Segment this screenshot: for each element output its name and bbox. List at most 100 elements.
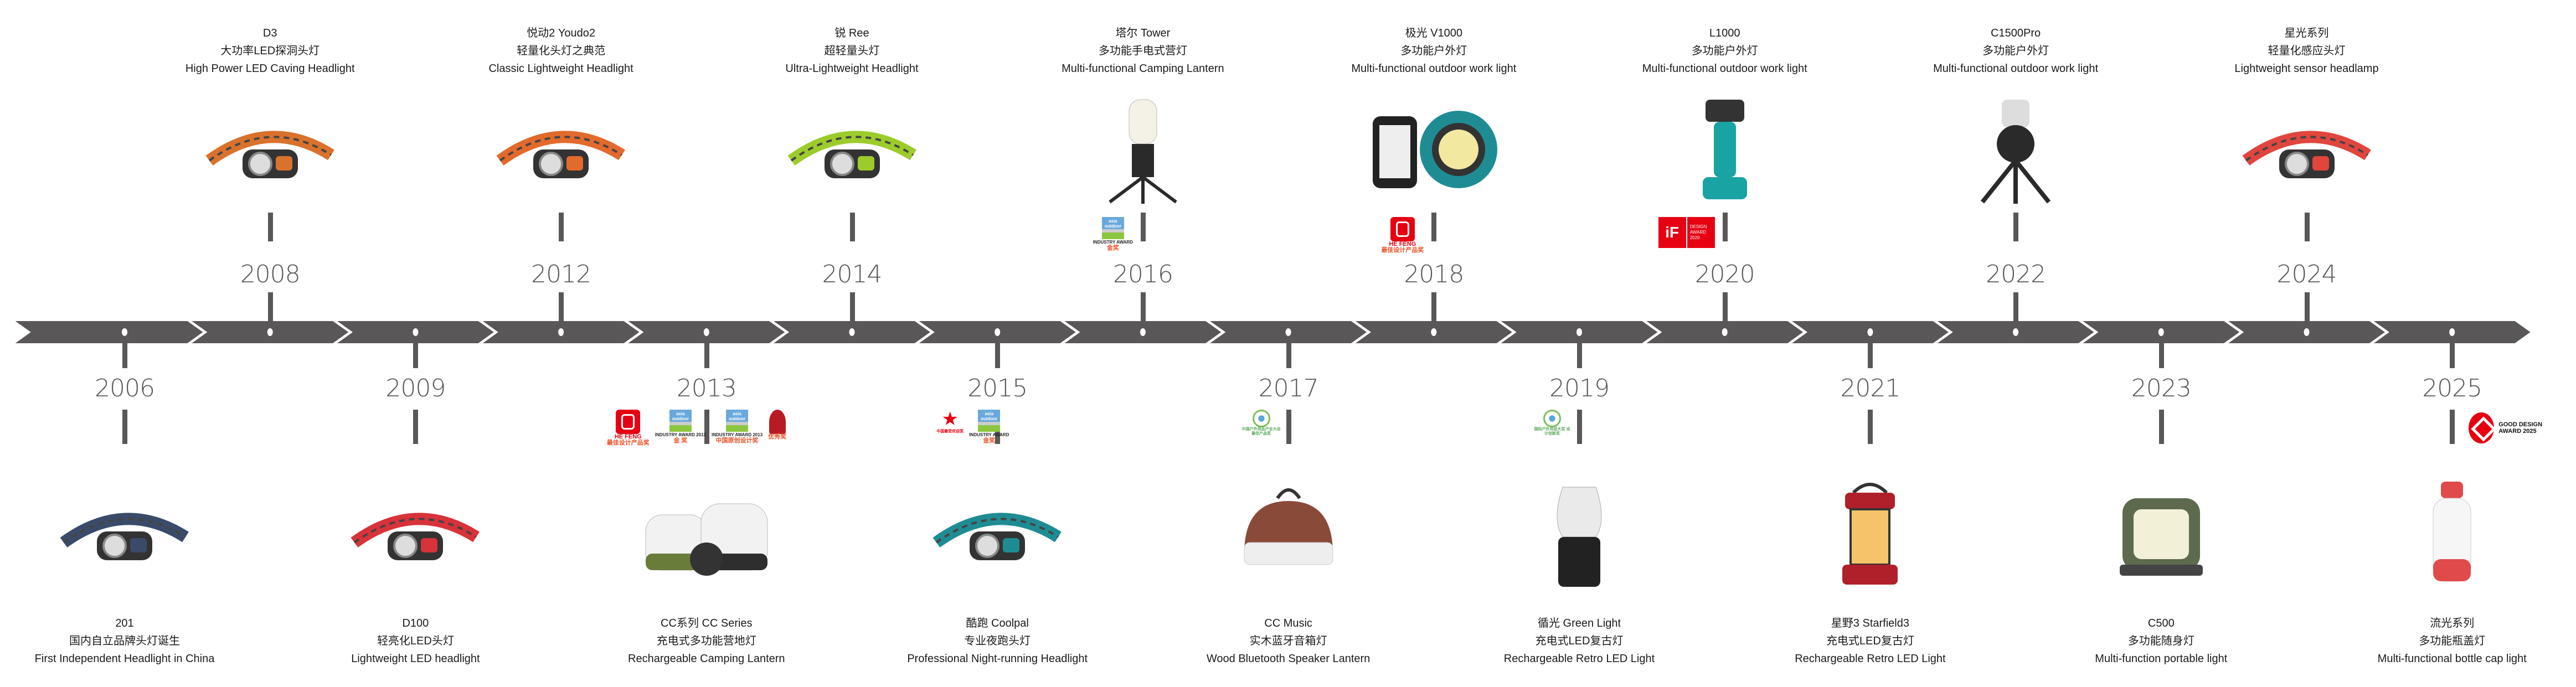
green-award-logo-icon (1543, 410, 1561, 427)
timeline-connector (413, 410, 419, 444)
product-description-cn: 多功能手电式营灯 (1098, 45, 1187, 57)
timeline-connector (704, 343, 709, 368)
work-light-icon (1373, 111, 1498, 188)
award-subtitle: INDUSTRY AWARD 2013 (711, 432, 763, 437)
product-description-cn: 超轻量头灯 (824, 45, 880, 57)
timeline-connector (559, 213, 564, 241)
year-label: 2021 (1840, 374, 1900, 402)
timeline-connector (2158, 410, 2164, 444)
product-image (2235, 94, 2379, 205)
year-label: 2017 (1258, 374, 1319, 402)
product-description-cn: 多功能随身灯 (2127, 635, 2194, 647)
product-image (1071, 94, 1215, 205)
product-caption: C500 多功能随身灯 Multi-function portable light (2045, 614, 2278, 668)
product-image (1653, 94, 1797, 205)
if-logo-icon: iF (1658, 217, 1686, 248)
award-title: HE FENG (1389, 241, 1416, 247)
timeline-connector (704, 410, 709, 444)
product-name: 流光系列 (2430, 617, 2475, 629)
product-image (780, 94, 924, 205)
award-logos: 国际户外用品大奖 设计创新奖 (1533, 410, 1572, 436)
good-design-logo-icon (2469, 412, 2495, 443)
year-marker-dot (1722, 328, 1728, 336)
year-label: 2015 (967, 374, 1028, 402)
product-description-cn: 多功能户外灯 (1982, 45, 2049, 57)
product-description-en: Multi-function portable light (2095, 653, 2228, 665)
timeline-connector (2450, 343, 2455, 368)
award-label: 金 奖 (673, 437, 688, 444)
year-marker-dot (2449, 328, 2455, 336)
timeline-connector (413, 343, 419, 368)
timeline-connector (267, 213, 273, 241)
award-subtitle: INDUSTRY AWARD (1093, 240, 1133, 245)
product-description-en: Lightweight LED headlight (351, 653, 480, 665)
year-marker-dot (1140, 328, 1146, 336)
product-image (1217, 476, 1361, 587)
year-label: 2022 (1986, 260, 2046, 288)
product-description-cn: 专业夜跑头灯 (964, 635, 1031, 647)
headlamp-icon (351, 513, 480, 560)
award-label: 金奖 (983, 437, 996, 444)
year-label: 2016 (1112, 260, 1173, 288)
year-marker-dot (122, 328, 127, 336)
product-image (343, 476, 487, 587)
award-logo-star: ★中国最受欢迎奖 (936, 410, 964, 435)
product-name: CC Music (1264, 617, 1312, 629)
timeline-connector (1722, 292, 1728, 321)
timeline-connector (267, 292, 273, 321)
timeline-connector (1286, 343, 1291, 368)
year-marker-dot (1285, 328, 1291, 336)
product-description-cn: 轻亮化LED头灯 (377, 635, 454, 647)
handheld-light-icon (1702, 100, 1747, 199)
year-label: 2006 (95, 374, 155, 402)
product-description-en: First Independent Headlight in China (34, 653, 215, 665)
hefeng-logo-icon (616, 410, 641, 434)
award-subtitle: INDUSTRY AWARD 2013 (655, 432, 706, 437)
award-logo-greenc: 国际户外用品大奖 设计创新奖 (1533, 410, 1572, 436)
year-label: 2019 (1549, 374, 1610, 402)
award-label: 最佳设计产品奖 (606, 440, 650, 446)
timeline-connector (1577, 343, 1582, 368)
product-image (1507, 476, 1651, 587)
year-marker-dot (849, 328, 855, 336)
timeline-connector (849, 292, 855, 321)
product-description-en: Rechargeable Retro LED Light (1503, 653, 1655, 665)
product-name: 锐 Ree (834, 27, 869, 39)
year-label: 2009 (385, 374, 446, 402)
star-award-icon: ★ (941, 409, 959, 430)
timeline-connector (559, 292, 564, 321)
timeline-connector (849, 213, 855, 241)
award-logo-redo: 优秀奖 (768, 410, 786, 440)
product-description-cn: 充电式多功能营地灯 (656, 635, 756, 647)
green-award-logo-icon (1252, 410, 1270, 427)
product-description-cn: 充电式LED复古灯 (1535, 635, 1624, 647)
product-image (198, 94, 342, 205)
product-description-en: Classic Lightweight Headlight (488, 63, 633, 75)
year-marker-dot (2304, 328, 2310, 336)
product-name: C500 (2147, 617, 2175, 629)
product-name: 酷跑 Coolpal (966, 617, 1029, 629)
product-name: 循光 Green Light (1537, 617, 1621, 629)
year-marker-dot (1431, 328, 1437, 336)
award-label: 中国原创设计奖 (715, 437, 759, 444)
award-label: DESIGN AWARD 2020 (1687, 217, 1715, 248)
product-description-en: Rechargeable Retro LED Light (1795, 653, 1946, 665)
product-description-cn: 多功能户外灯 (1691, 45, 1758, 57)
product-image (1798, 476, 1942, 587)
retro-lantern-icon (1842, 483, 1898, 585)
product-name: CC系列 CC Series (661, 617, 753, 629)
timeline-connector (2158, 343, 2164, 368)
timeline-connector (1868, 410, 1873, 444)
headlamp-icon (60, 513, 189, 560)
year-label: 2025 (2422, 374, 2482, 402)
